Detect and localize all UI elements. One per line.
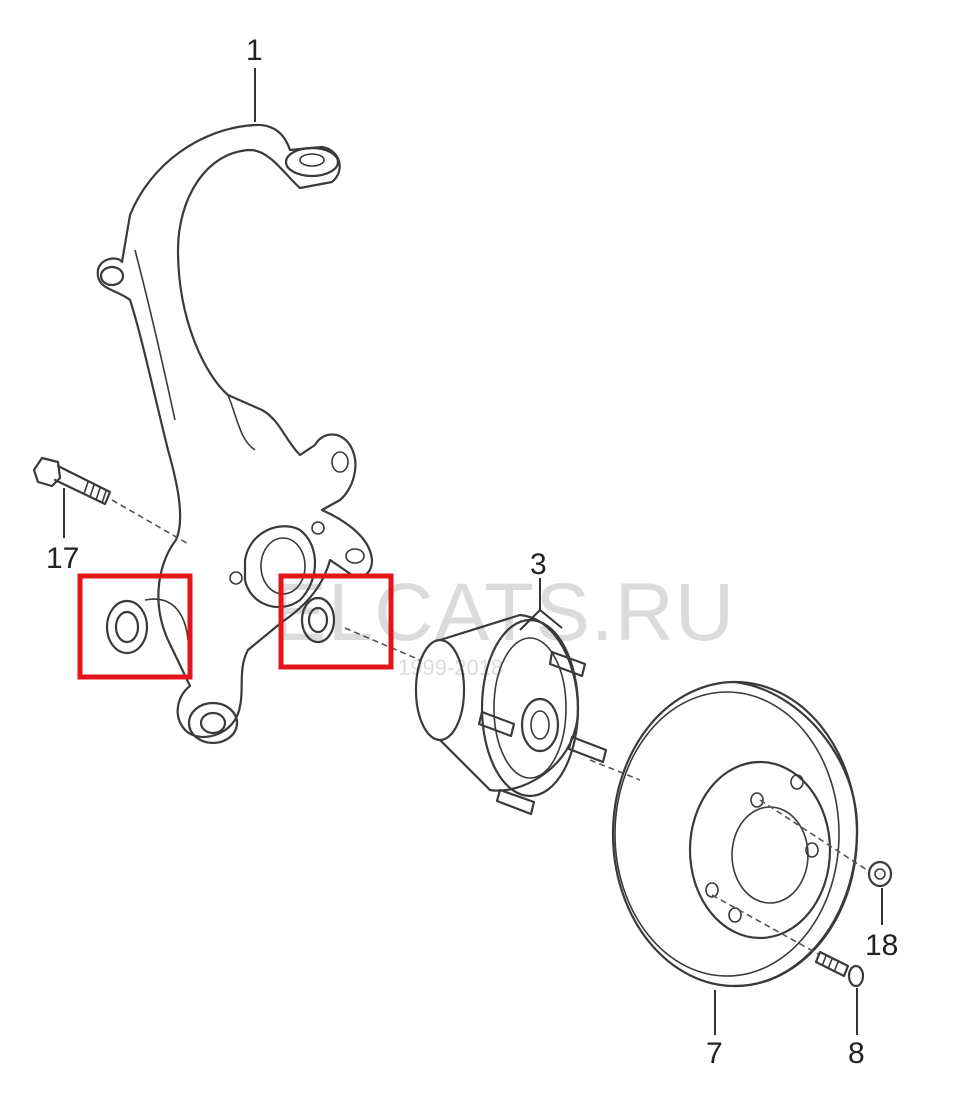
screw-18[interactable] [759, 799, 893, 925]
callout-18: 18 [865, 929, 898, 962]
steering-knuckle[interactable] [96, 123, 374, 745]
bolt-17[interactable] [32, 456, 191, 546]
callout-7: 7 [706, 1037, 723, 1070]
callout-8: 8 [848, 1037, 865, 1070]
callout-1: 1 [246, 34, 263, 67]
callout-17: 17 [46, 542, 79, 575]
stud-bolt-8[interactable] [711, 894, 865, 1035]
hub-bearing[interactable] [344, 578, 641, 816]
highlight-box-right-bushing [278, 573, 394, 670]
brake-disc[interactable] [611, 680, 859, 1035]
highlight-box-left-bushing [77, 573, 193, 680]
callout-3: 3 [530, 548, 547, 581]
watermark-text: ELCATS.RU [272, 567, 735, 658]
